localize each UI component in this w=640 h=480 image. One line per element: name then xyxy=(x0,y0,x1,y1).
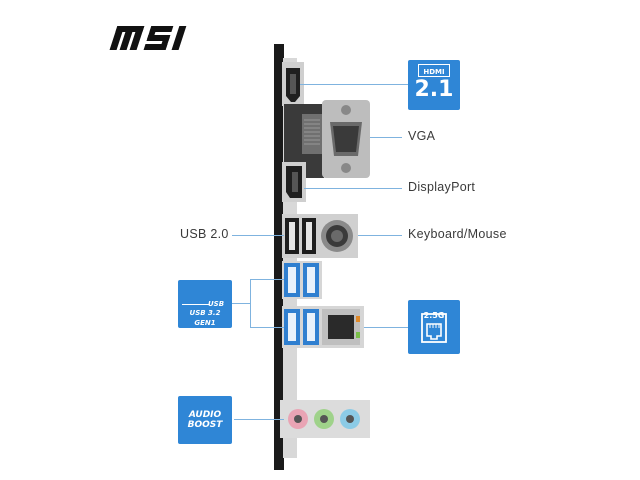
usb-lower-line xyxy=(250,327,284,328)
ethernet-icon xyxy=(421,313,447,343)
hdmi-badge-top xyxy=(418,64,450,77)
displayport-port xyxy=(282,162,306,202)
hdmi-badge: HDMI 2.1 xyxy=(408,60,460,110)
lan-badge: 2.5G xyxy=(408,300,460,354)
displayport-label: DisplayPort xyxy=(408,180,476,194)
usb32-badge-gen: USB 3.2 GEN1 xyxy=(189,309,221,327)
hdmi-badge-version: 2.1 xyxy=(414,77,454,102)
usb32-lan-block xyxy=(282,306,364,348)
hdmi-port xyxy=(282,62,304,106)
lan-line xyxy=(364,327,408,328)
ps2-line xyxy=(358,235,402,236)
audio-boost-line2: BOOST xyxy=(187,420,223,430)
io-shield-bar xyxy=(274,44,284,470)
hdmi-badge-label: HDMI xyxy=(423,68,445,76)
usb20-label: USB 2.0 xyxy=(180,227,229,241)
usb32-badge: USB USB 3.2 GEN1 xyxy=(178,280,232,328)
usb-upper-line xyxy=(250,279,284,280)
vga-line xyxy=(370,137,402,138)
keyboard-mouse-label: Keyboard/Mouse xyxy=(408,227,507,241)
audio-line xyxy=(234,419,284,420)
usb-badge-line xyxy=(232,303,250,304)
lan-badge-speed: 2.5G xyxy=(423,311,445,320)
usb32-badge-line xyxy=(182,304,210,305)
audio-boost-badge: AUDIO BOOST xyxy=(178,396,232,444)
displayport-line xyxy=(304,188,402,189)
usb20-ps2-block xyxy=(282,214,358,258)
usb32-upper-ports xyxy=(282,261,322,299)
usb-bracket-vline xyxy=(250,279,251,327)
usb32-badge-usb: USB xyxy=(208,300,225,308)
msi-logo xyxy=(109,26,187,50)
usb20-line xyxy=(232,235,284,236)
audio-jacks xyxy=(280,400,370,438)
audio-boost-line1: AUDIO xyxy=(188,410,222,420)
vga-label: VGA xyxy=(408,129,436,143)
hdmi-line xyxy=(300,84,408,85)
